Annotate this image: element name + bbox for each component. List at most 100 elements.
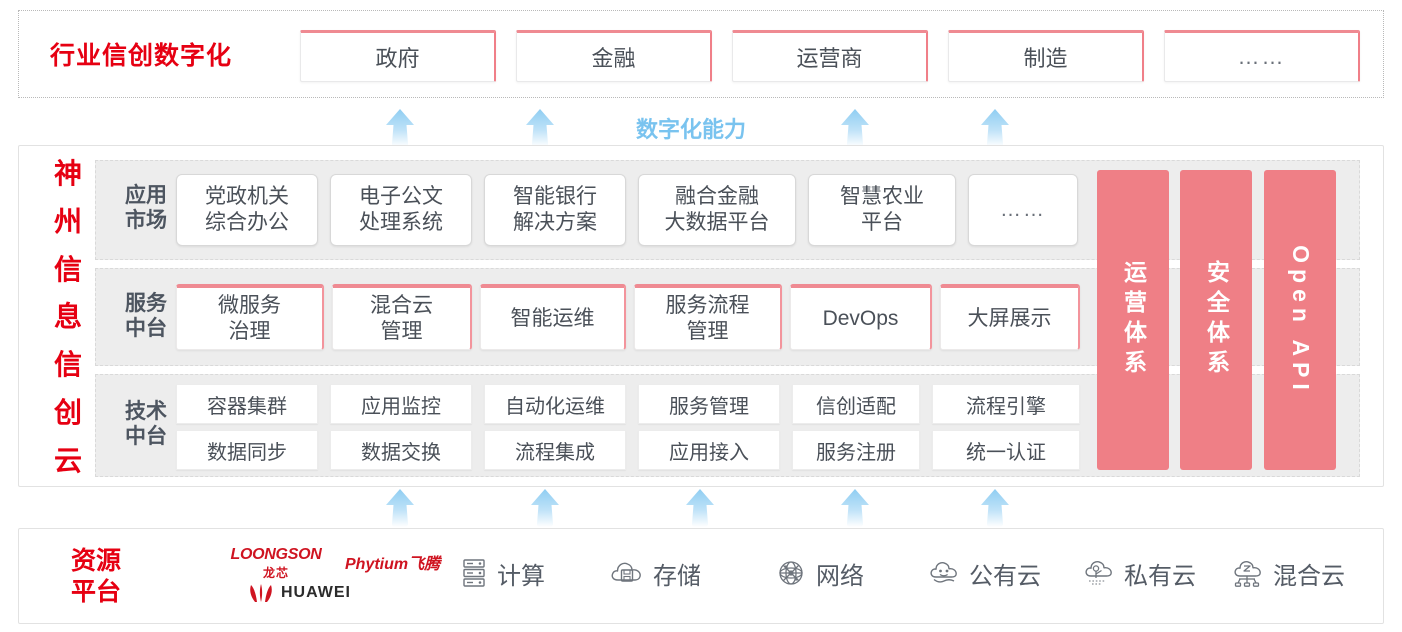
service-card-line: 智能运维: [510, 306, 595, 330]
app-card-gov-office[interactable]: 党政机关 综合办公: [176, 174, 318, 246]
pillar-open-api[interactable]: Open API: [1264, 170, 1336, 470]
cloud-title-char: 信: [53, 349, 82, 381]
cloud-storage-icon: [611, 562, 641, 582]
tech-card-label: 数据同步: [207, 441, 287, 464]
pillar-label: 安全体系: [1203, 260, 1230, 380]
resource-item-label: 混合云: [1273, 562, 1345, 590]
app-card-line: 解决方案: [513, 211, 597, 234]
resource-title-line: 资源: [70, 546, 121, 575]
tech-card-label: 服务注册: [816, 441, 896, 464]
service-card-microservice-governance[interactable]: 微服务 治理: [176, 284, 324, 350]
resource-item-label: 网络: [816, 562, 864, 590]
app-card-line: 智慧农业: [840, 185, 924, 209]
tech-card-label: 流程集成: [515, 441, 595, 464]
cloud-title-char: 信: [53, 253, 82, 285]
industry-card-finance[interactable]: 金融: [516, 30, 712, 82]
layer-label-app-market: 应用 市场: [110, 176, 182, 242]
tech-card-xinchuang-adaptation[interactable]: 信创适配: [792, 384, 920, 424]
tech-card-label: 流程引擎: [966, 395, 1046, 418]
phytium-logo-name: Phytium飞腾: [345, 556, 441, 573]
layer-label-line: 技术: [125, 400, 167, 424]
phytium-logo: Phytium飞腾: [345, 550, 475, 574]
industry-card-government[interactable]: 政府: [300, 30, 496, 82]
industry-card-operator[interactable]: 运营商: [732, 30, 928, 82]
service-card-devops[interactable]: DevOps: [790, 284, 932, 350]
service-card-dashboard[interactable]: 大屏展示: [940, 284, 1080, 350]
layer-label-service: 服务 中台: [110, 284, 182, 350]
pillar-label: 运营体系: [1120, 260, 1147, 380]
app-card-line: 智能银行: [513, 185, 597, 209]
service-card-line: 管理: [686, 319, 729, 343]
resource-item-storage[interactable]: 存储: [610, 550, 701, 596]
app-card-line: 党政机关: [205, 185, 289, 209]
service-card-line: 微服务: [218, 293, 281, 317]
industry-card-label: 金融: [591, 46, 636, 71]
tech-card-service-registry[interactable]: 服务注册: [792, 430, 920, 470]
tech-card-process-integration[interactable]: 流程集成: [484, 430, 626, 470]
tech-card-label: 应用监控: [361, 395, 441, 418]
service-card-hybrid-cloud-mgmt[interactable]: 混合云 管理: [332, 284, 472, 350]
tech-card-container-cluster[interactable]: 容器集群: [176, 384, 318, 424]
industry-card-label: 制造: [1023, 46, 1068, 71]
resource-item-private-cloud[interactable]: 私有云: [1083, 550, 1196, 596]
tech-card-label: 数据交换: [361, 441, 441, 464]
app-card-more[interactable]: ……: [968, 174, 1078, 246]
industry-card-manufacturing[interactable]: 制造: [948, 30, 1144, 82]
pillar-security-system[interactable]: 安全体系: [1180, 170, 1252, 470]
tech-card-automated-ops[interactable]: 自动化运维: [484, 384, 626, 424]
server-rack-icon: [463, 559, 485, 587]
capability-label: 数字化能力: [636, 117, 747, 142]
tech-card-data-sync[interactable]: 数据同步: [176, 430, 318, 470]
service-card-line: DevOps: [822, 306, 899, 330]
layer-label-line: 应用: [125, 184, 167, 208]
resource-platform-frame: [18, 528, 1384, 624]
industry-card-label: 运营商: [796, 46, 863, 71]
tech-card-process-engine[interactable]: 流程引擎: [932, 384, 1080, 424]
cloud-title-char: 息: [53, 301, 82, 333]
app-card-smart-agriculture[interactable]: 智慧农业 平台: [808, 174, 956, 246]
huawei-logo-name: HUAWEI: [281, 584, 351, 601]
service-card-line: 服务流程: [665, 293, 750, 317]
tech-card-data-exchange[interactable]: 数据交换: [330, 430, 472, 470]
tech-card-label: 统一认证: [966, 441, 1046, 464]
pillar-operations-system[interactable]: 运营体系: [1097, 170, 1169, 470]
cloud-title-char: 神: [53, 158, 82, 189]
tech-card-service-mgmt[interactable]: 服务管理: [638, 384, 780, 424]
service-card-intelligent-ops[interactable]: 智能运维: [480, 284, 626, 350]
loongson-logo-name: LOONGSON: [230, 546, 322, 563]
app-card-e-document[interactable]: 电子公文 处理系统: [330, 174, 472, 246]
industry-band-title: 行业信创数字化: [50, 42, 233, 70]
app-card-smart-bank[interactable]: 智能银行 解决方案: [484, 174, 626, 246]
tech-card-label: 应用接入: [669, 441, 749, 464]
app-card-line: 融合金融: [675, 185, 759, 209]
tech-card-app-access[interactable]: 应用接入: [638, 430, 780, 470]
industry-card-label: ……: [1237, 44, 1286, 69]
service-card-line: 大屏展示: [967, 306, 1052, 330]
app-card-line: 电子公文: [359, 185, 443, 209]
resource-arrow-up-icon: [981, 489, 1009, 527]
industry-card-more[interactable]: ……: [1164, 30, 1360, 82]
resource-item-public-cloud[interactable]: 公有云: [928, 550, 1041, 596]
capability-arrow-up-icon: [841, 109, 869, 147]
resource-arrow-up-icon: [841, 489, 869, 527]
resource-item-label: 存储: [653, 562, 701, 590]
pillar-label: Open API: [1287, 244, 1314, 396]
service-card-service-process-mgmt[interactable]: 服务流程 管理: [634, 284, 782, 350]
network-mesh-icon: [779, 561, 803, 585]
resource-item-hybrid-cloud[interactable]: 混合云: [1232, 550, 1345, 596]
industry-card-label: 政府: [375, 46, 420, 71]
resource-item-network[interactable]: 网络: [775, 550, 864, 596]
tech-card-app-monitoring[interactable]: 应用监控: [330, 384, 472, 424]
hybrid-cloud-icon: [1234, 561, 1261, 587]
app-card-line: 综合办公: [205, 211, 289, 234]
service-card-line: 管理: [380, 319, 423, 343]
layer-label-line: 中台: [125, 425, 167, 448]
cloud-title-char: 云: [53, 444, 82, 476]
capability-arrow-up-icon: [526, 109, 554, 147]
app-card-fintech-bigdata[interactable]: 融合金融 大数据平台: [638, 174, 796, 246]
tech-card-unified-auth[interactable]: 统一认证: [932, 430, 1080, 470]
resource-item-compute[interactable]: 计算: [460, 550, 545, 596]
cloud-title-char: 创: [53, 397, 82, 429]
app-card-line: 大数据平台: [664, 211, 770, 234]
